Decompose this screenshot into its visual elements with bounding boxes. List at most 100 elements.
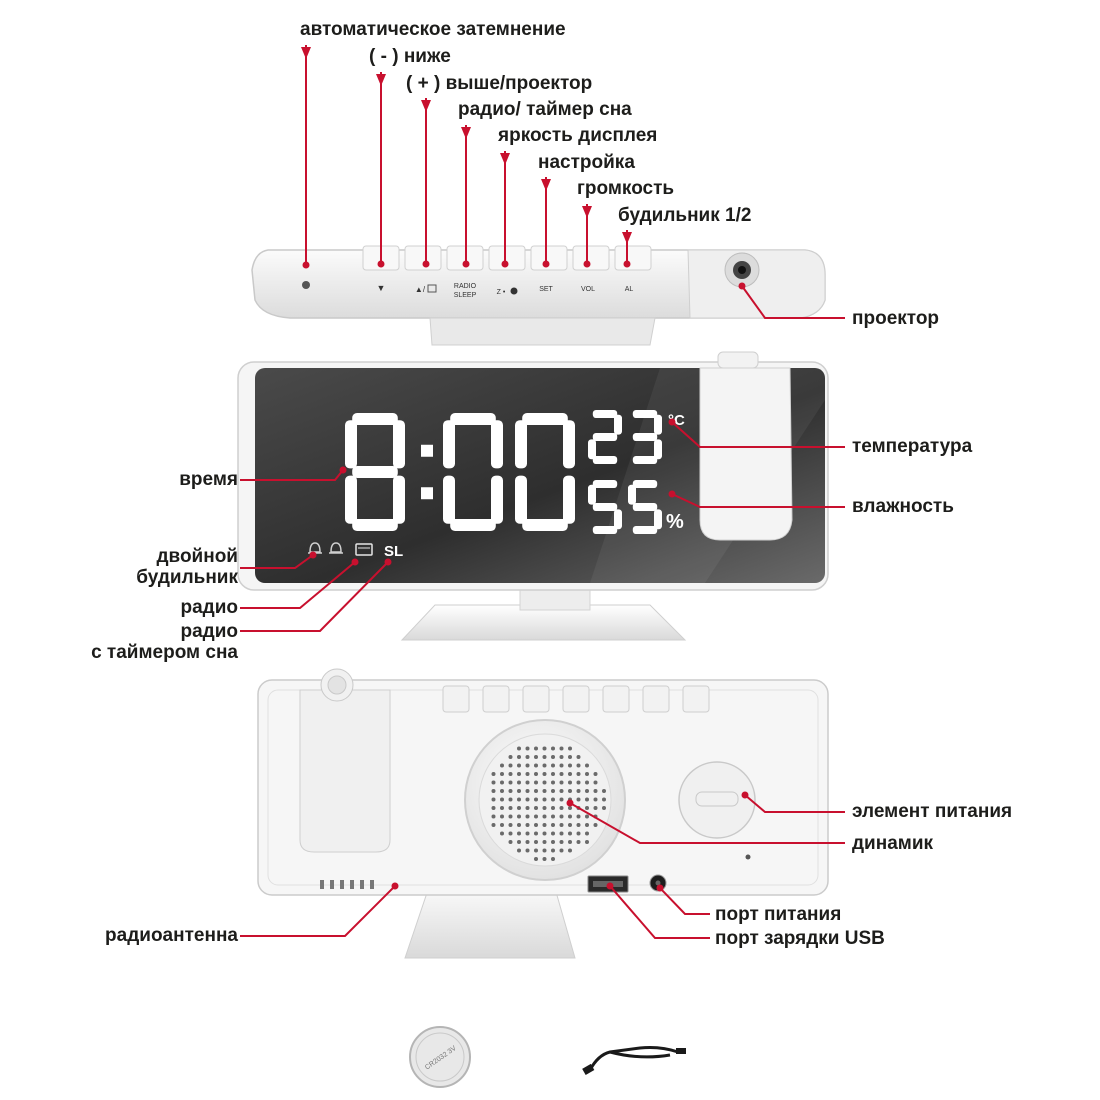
button-mark-minus: ▼ — [377, 283, 386, 293]
speaker-hole — [534, 831, 538, 836]
speaker-hole — [525, 789, 530, 793]
speaker-hole — [568, 823, 572, 827]
speaker-hole — [568, 746, 572, 751]
speaker-hole — [534, 780, 538, 785]
speaker-hole — [500, 831, 504, 836]
callout-dots — [301, 47, 749, 892]
speaker-hole — [568, 755, 572, 759]
speaker-hole — [525, 763, 530, 768]
label-dual-alarm-2: будильник — [136, 567, 238, 588]
temperature-display — [588, 410, 662, 464]
speaker-hole — [534, 857, 538, 861]
speaker-hole — [576, 814, 581, 819]
colon-dot — [421, 444, 433, 457]
coin-battery — [409, 1026, 471, 1088]
speaker-hole — [500, 823, 504, 827]
speaker-hole — [500, 789, 504, 793]
speaker-hole — [593, 789, 598, 793]
speaker-hole — [517, 789, 521, 793]
speaker-hole — [525, 848, 530, 853]
button-mark-radio: RADIO — [454, 283, 477, 290]
label-alarm: будильник 1/2 — [618, 205, 752, 226]
segment — [393, 475, 405, 524]
speaker-hole — [500, 772, 504, 776]
speaker-hole — [525, 823, 530, 827]
segment — [592, 480, 618, 488]
speaker-hole — [585, 806, 589, 810]
speaker-hole — [534, 840, 538, 844]
segment — [614, 414, 622, 435]
battery-cover — [678, 761, 756, 839]
speaker-hole — [517, 772, 521, 776]
speaker-hole — [559, 840, 564, 844]
button-mark-brightness: Z • — [497, 289, 506, 296]
segment — [522, 519, 568, 531]
speaker-hole — [525, 814, 530, 819]
speaker-hole — [517, 848, 521, 853]
label-setting: настройка — [538, 152, 635, 173]
speaker-hole — [542, 780, 547, 785]
speaker-hole — [559, 763, 564, 768]
front-view-device: °C % SL — [237, 351, 829, 641]
label-plus-higher: ( + ) выше/проектор — [406, 73, 593, 94]
segment — [632, 433, 658, 441]
label-radio-sleep-2: с таймером сна — [91, 642, 238, 663]
label-radio: радио — [180, 597, 238, 618]
segment — [588, 439, 596, 460]
speaker-hole — [568, 814, 572, 819]
speaker-hole — [517, 840, 521, 844]
label-power-port: порт питания — [715, 904, 842, 925]
speaker-hole — [576, 831, 581, 836]
label-time: время — [179, 469, 238, 490]
segment — [352, 466, 398, 478]
speaker-hole — [517, 780, 521, 785]
segment — [563, 475, 575, 524]
segment — [592, 410, 618, 418]
speaker-hole — [593, 772, 598, 776]
speaker-hole — [542, 789, 547, 793]
speaker-hole — [534, 763, 538, 768]
label-usb-port: порт зарядки USB — [715, 928, 885, 949]
label-projector: проектор — [852, 308, 940, 329]
speaker-hole — [585, 763, 589, 768]
speaker-hole — [534, 789, 538, 793]
speaker-hole — [568, 831, 572, 836]
speaker-hole — [500, 763, 504, 768]
speaker-hole — [534, 848, 538, 853]
speaker-hole — [542, 746, 547, 751]
speaker-hole — [491, 806, 496, 810]
label-temperature: температура — [852, 436, 973, 457]
button-mark-vol: VOL — [581, 286, 595, 293]
segment — [592, 433, 618, 441]
speaker-hole — [585, 814, 589, 819]
speaker-hole — [576, 840, 581, 844]
speaker-hole — [593, 797, 598, 802]
segment — [632, 410, 658, 418]
speaker-hole — [542, 857, 547, 861]
plus-projector-icon — [427, 284, 437, 293]
speaker-hole — [525, 772, 530, 776]
speaker-hole — [585, 772, 589, 776]
speaker-hole — [534, 823, 538, 827]
button-mark-plus: ▲/ — [415, 285, 426, 294]
speaker-hole — [585, 780, 589, 785]
speaker-hole — [542, 831, 547, 836]
speaker-hole — [568, 772, 572, 776]
sun-icon — [510, 287, 518, 295]
segment — [345, 475, 357, 524]
speaker-hole — [525, 780, 530, 785]
button-mark-set: SET — [539, 286, 553, 293]
speaker-hole — [517, 755, 521, 759]
back-view-device — [257, 668, 829, 959]
speaker-hole — [491, 780, 496, 785]
speaker-hole — [517, 814, 521, 819]
segment — [588, 484, 596, 505]
segment — [515, 420, 527, 469]
speaker-hole — [559, 789, 564, 793]
button-mark-sleep: SLEEP — [454, 292, 477, 299]
speaker-hole — [525, 755, 530, 759]
alarm-2-icon — [329, 542, 343, 554]
speaker-hole — [508, 806, 513, 810]
segment — [352, 413, 398, 425]
